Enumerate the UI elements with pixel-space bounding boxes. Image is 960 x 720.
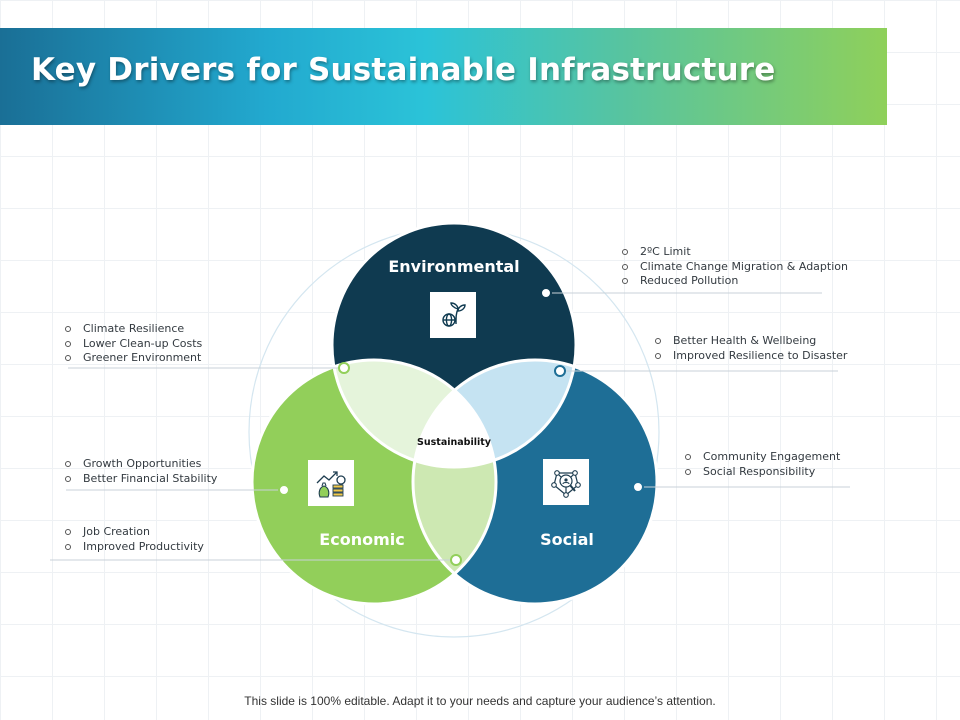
title-banner: Key Drivers for Sustainable Infrastructu… [0, 28, 887, 125]
list-item: Improved Productivity [64, 540, 204, 555]
list-item: Community Engagement [684, 450, 840, 465]
list-item: Better Financial Stability [64, 472, 217, 487]
footer-note: This slide is 100% editable. Adapt it to… [244, 694, 716, 708]
env-social-callout-list: Better Health & Wellbeing Improved Resil… [654, 334, 847, 363]
economic-icon-box [308, 460, 354, 506]
list-item: Greener Environment [64, 351, 202, 366]
connector-dots [278, 287, 644, 566]
list-item: 2ºC Limit [621, 245, 848, 260]
list-item: Growth Opportunities [64, 457, 217, 472]
list-item: Climate Change Migration & Adaption [621, 260, 848, 275]
social-callout-list: Community Engagement Social Responsibili… [684, 450, 840, 479]
social-icon-box [543, 459, 589, 505]
page-title: Key Drivers for Sustainable Infrastructu… [31, 52, 776, 88]
social-label: Social [540, 530, 594, 549]
list-item: Lower Clean-up Costs [64, 337, 202, 352]
economic-label: Economic [319, 530, 404, 549]
sustainability-label: Sustainability [417, 437, 492, 448]
list-item: Improved Resilience to Disaster [654, 349, 847, 364]
env-econ-callout-list: Climate Resilience Lower Clean-up Costs … [64, 322, 202, 366]
globe-plant-icon [442, 302, 466, 327]
money-growth-icon [316, 471, 346, 498]
environmental-callout-list: 2ºC Limit Climate Change Migration & Ada… [621, 245, 848, 289]
environmental-label: Environmental [388, 257, 519, 276]
list-item: Job Creation [64, 525, 204, 540]
economic-callout-list: Growth Opportunities Better Financial St… [64, 457, 217, 486]
network-people-icon [551, 470, 581, 498]
list-item: Social Responsibility [684, 465, 840, 480]
list-item: Climate Resilience [64, 322, 202, 337]
connector-lines [50, 292, 850, 561]
list-item: Better Health & Wellbeing [654, 334, 847, 349]
econ-social-callout-list: Job Creation Improved Productivity [64, 525, 204, 554]
center-overlap [413, 360, 496, 467]
environmental-icon-box [430, 292, 476, 338]
list-item: Reduced Pollution [621, 274, 848, 289]
